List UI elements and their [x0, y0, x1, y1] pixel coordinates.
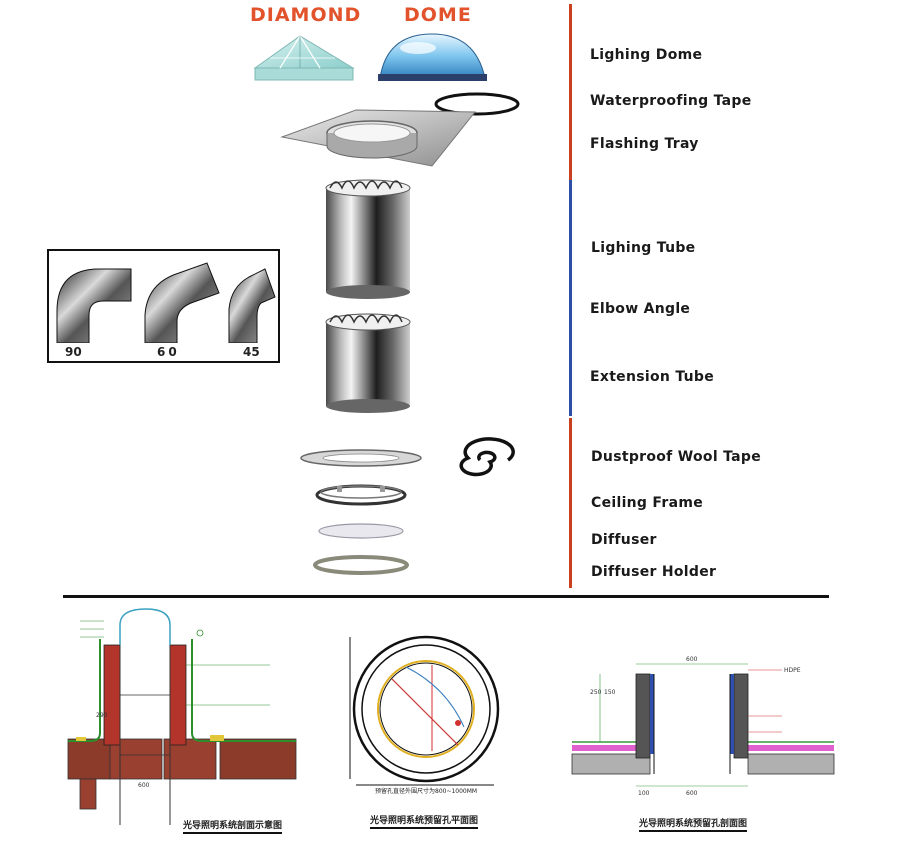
label-extension-tube: Extension Tube — [590, 369, 715, 385]
elbow-angle-inset: 90 60 45 — [47, 249, 280, 363]
waterproofing-tape-icon — [434, 92, 520, 116]
label-elbow-angle: Elbow Angle — [590, 301, 691, 317]
diamond-dome-icon — [253, 35, 355, 81]
hole-dim-100: 100 — [638, 790, 650, 797]
elbow-90-icon — [56, 268, 132, 344]
label-diffuser-holder: Diffuser Holder — [591, 564, 717, 580]
section-divider — [63, 595, 829, 598]
section-dim-290: 290 — [96, 712, 108, 719]
plan-dimension-label: 预留孔直径外围尺寸为800~1000MM — [375, 788, 478, 795]
diffuser-icon — [318, 523, 404, 539]
ceiling-frame-icon — [315, 484, 407, 506]
label-lighting-tube: Lighing Tube — [591, 240, 696, 256]
dome-title: DOME — [404, 4, 472, 26]
elbow-60-icon — [144, 262, 220, 344]
round-dome-icon — [378, 33, 487, 81]
section-dim-600: 600 — [138, 782, 150, 789]
hole-dim-150: 150 — [604, 689, 616, 696]
label-waterproofing-tape: Waterproofing Tape — [590, 93, 752, 109]
label-ceiling-frame: Ceiling Frame — [591, 495, 704, 511]
hole-section-diagram: 600 600 150 250 100 HDPE — [571, 656, 835, 797]
diamond-title: DIAMOND — [250, 4, 362, 26]
hdpe-note: HDPE — [784, 667, 801, 674]
flashing-tray-icon — [280, 109, 477, 167]
group-bar-bottom — [569, 418, 572, 588]
component-illustrations — [253, 33, 520, 575]
label-dustproof-wool-tape: Dustproof Wool Tape — [591, 449, 762, 465]
diffuser-holder-icon — [313, 555, 409, 575]
group-bar-top — [569, 4, 572, 180]
plan-diagram — [349, 635, 500, 786]
angle-label-60: 60 — [157, 345, 180, 359]
elbow-45-icon — [228, 268, 276, 344]
hole-dim-bottom: 600 — [686, 790, 698, 797]
label-flashing-tray: Flashing Tray — [590, 136, 699, 152]
angle-label-90: 90 — [65, 345, 82, 359]
section-diagram: 290 600 — [67, 608, 297, 825]
group-bar-middle — [569, 180, 572, 416]
hole-dim-250: 250 — [590, 689, 602, 696]
angle-label-45: 45 — [243, 345, 260, 359]
label-diffuser: Diffuser — [591, 532, 657, 548]
hole-section-caption: 光导照明系统预留孔剖面图 — [639, 816, 748, 832]
label-lighting-dome: Lighing Dome — [590, 47, 703, 63]
dustproof-wool-spiral-icon — [459, 437, 515, 477]
section-caption: 光导照明系统剖面示意图 — [183, 818, 283, 834]
plan-caption: 光导照明系统预留孔平面图 — [370, 813, 479, 829]
hole-dim-top: 600 — [686, 656, 698, 663]
extension-tube-icon — [325, 313, 411, 413]
lighting-tube-icon — [325, 179, 411, 299]
elbow-angles-graphic — [56, 262, 276, 344]
